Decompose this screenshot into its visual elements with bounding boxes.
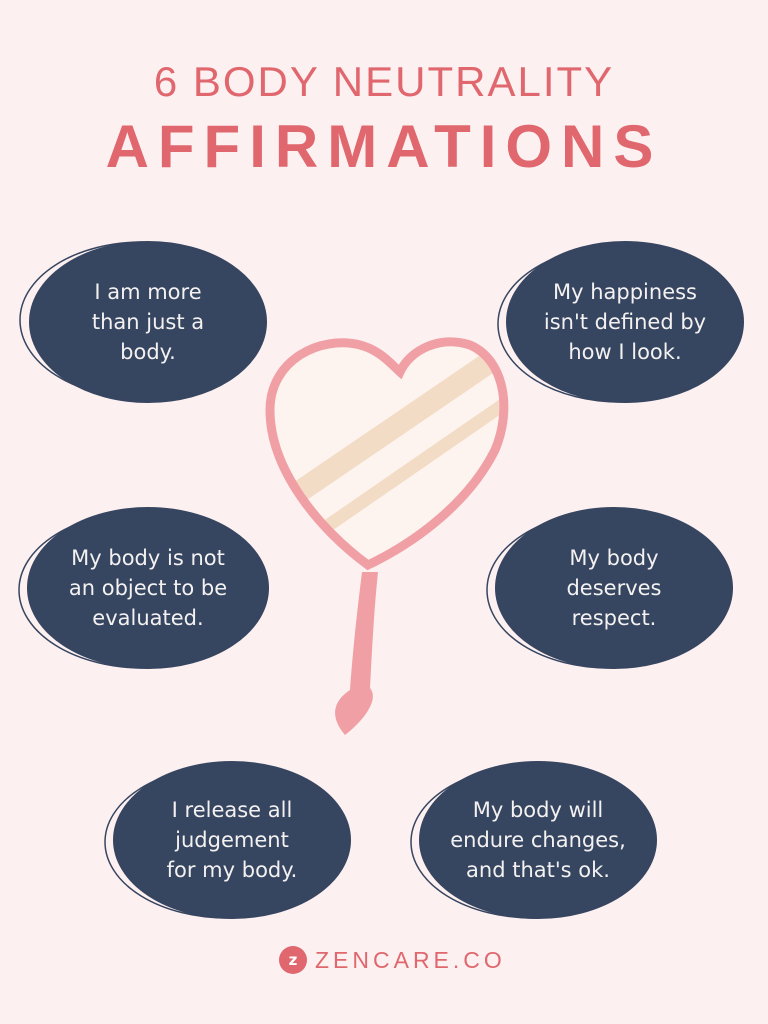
affirmation-line: judgement	[175, 828, 289, 852]
affirmation-line: My happiness	[552, 280, 697, 304]
affirmation-bubble: I am more than just a body.	[28, 242, 268, 402]
zencare-logo: z ZENCARE.CO	[279, 946, 506, 974]
affirmation-line: I release all	[171, 798, 293, 822]
affirmation-line: endure changes,	[450, 828, 626, 852]
title-line-2: AFFIRMATIONS	[105, 113, 663, 180]
affirmation-bubble: My body is not an object to be evaluated.	[28, 508, 268, 668]
affirmation-line: My body will	[472, 798, 604, 822]
affirmation-bubble: My happiness isn't defined by how I look.	[505, 242, 745, 402]
affirmation-line: how I look.	[568, 340, 682, 364]
affirmation-line: than just a	[91, 310, 205, 334]
affirmation-line: deserves	[566, 576, 662, 600]
affirmation-line: isn't defined by	[543, 310, 707, 334]
affirmation-line: for my body.	[166, 858, 298, 882]
affirmation-line: evaluated.	[92, 606, 204, 630]
logo-mark-icon: z	[279, 946, 307, 974]
logo-wordmark: ZENCARE.CO	[315, 946, 506, 973]
affirmation-line: I am more	[94, 280, 202, 304]
affirmation-line: and that's ok.	[466, 858, 610, 882]
affirmation-line: My body	[569, 546, 659, 570]
affirmation-line: respect.	[571, 606, 657, 630]
affirmation-bubble: My body deserves respect.	[494, 508, 734, 668]
title-line-1: 6 BODY NEUTRALITY	[153, 58, 615, 105]
affirmation-line: My body is not	[71, 546, 225, 570]
affirmation-line: an object to be	[68, 576, 228, 600]
hand-mirror-icon	[265, 337, 509, 735]
affirmation-bubble: My body will endure changes, and that's ok…	[418, 760, 658, 920]
affirmation-line: body.	[120, 340, 176, 364]
affirmation-bubble: I release all judgement for my body.	[112, 760, 352, 920]
